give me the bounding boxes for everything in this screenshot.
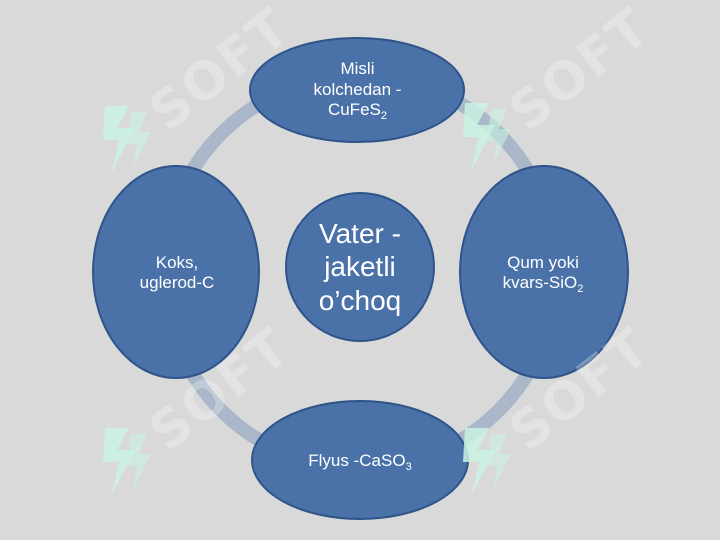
left-node-shape: [92, 165, 260, 379]
top-node-shape: [249, 37, 465, 143]
center-node-shape: [285, 192, 435, 342]
right-node-shape: [459, 165, 629, 379]
bottom-node-shape: [251, 400, 469, 520]
